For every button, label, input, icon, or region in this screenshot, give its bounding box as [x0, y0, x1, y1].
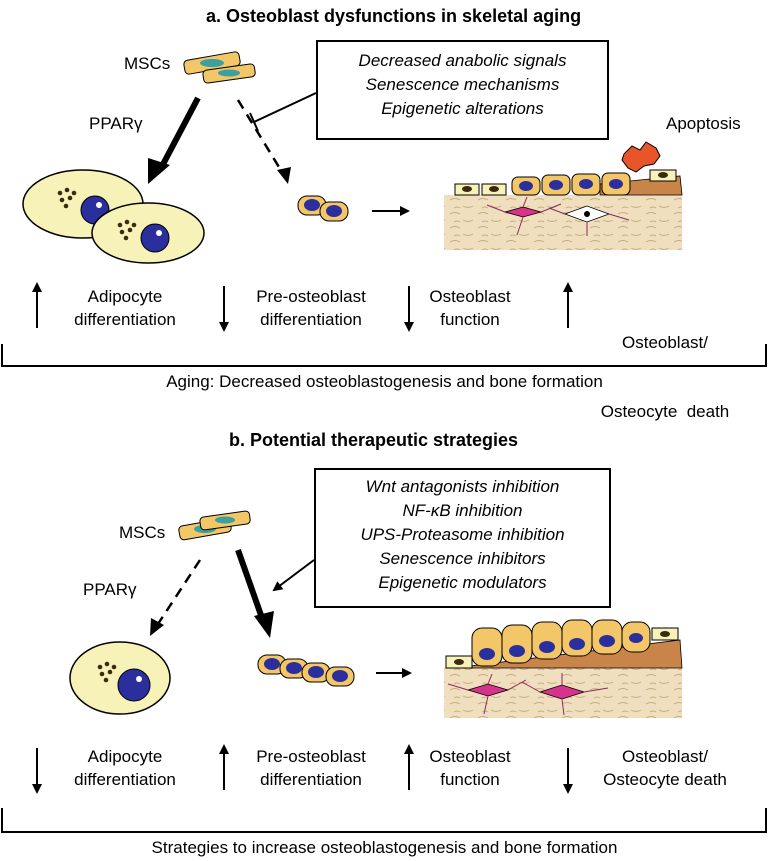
bone-surface-b: [444, 619, 683, 718]
box-line: Decreased anabolic signals: [358, 51, 567, 70]
stage-line1: Osteoblast: [429, 747, 511, 766]
adipocyte-arrow-a: [157, 96, 201, 172]
bone-surface-a: [444, 169, 683, 250]
caption-b: Strategies to increase osteoblastogenesi…: [151, 838, 618, 857]
box-line: Wnt antagonists inhibition: [365, 477, 560, 496]
mscs-label-a: MSCs: [124, 54, 171, 73]
stage-arrows-b: [32, 744, 573, 794]
stage-line2: differentiation: [260, 770, 362, 789]
panel-a-title: a. Osteoblast dysfunctions in skeletal a…: [206, 6, 582, 26]
stage-line2: Osteocyte death: [603, 770, 727, 789]
stage-line1: Osteoblast/: [622, 747, 708, 766]
preosteoblasts-a: [297, 195, 349, 222]
stage-line2: differentiation: [74, 310, 176, 329]
bracket-a: [1, 344, 767, 367]
stage-adipocyte-a: Adipocyte differentiation: [60, 285, 190, 331]
stage-line2: Osteocyte death: [600, 402, 730, 421]
strategies-box: Wnt antagonists inhibition NF-κB inhibit…: [314, 468, 611, 608]
box-line: Senescence mechanisms: [365, 75, 560, 94]
preosteoblast-arrow-a: [236, 99, 284, 173]
stage-line1: Pre-osteoblast: [256, 747, 366, 766]
box-line: UPS-Proteasome inhibition: [360, 525, 565, 544]
caption-a: Aging: Decreased osteoblastogenesis and …: [166, 372, 603, 391]
msc-cells-a: [183, 51, 256, 84]
stage-arrows-a: [32, 282, 573, 332]
mscs-label-b: MSCs: [119, 523, 166, 542]
stage-line1: Adipocyte: [87, 287, 163, 306]
msc-cells-b: [178, 510, 251, 541]
stage-adipocyte-b: Adipocyte differentiation: [60, 745, 190, 791]
stage-line1: Osteoblast: [429, 287, 511, 306]
pparg-label-b: PPARγ: [83, 580, 137, 599]
stage-preosteoblast-a: Pre-osteoblast differentiation: [236, 285, 386, 331]
stage-osteoblast-a: Osteoblast function: [420, 285, 520, 331]
apoptosis-label: Apoptosis: [666, 114, 741, 133]
aging-mechanisms-box: Decreased anabolic signals Senescence me…: [316, 40, 609, 140]
inhibition-line-a: [253, 92, 317, 123]
stage-line2: function: [440, 310, 500, 329]
adipocytes-a: [22, 169, 205, 264]
stage-preosteoblast-b: Pre-osteoblast differentiation: [236, 745, 386, 791]
stage-line1: Pre-osteoblast: [256, 287, 366, 306]
bracket-b: [1, 808, 767, 833]
preosteoblasts-b: [257, 654, 355, 687]
adipocyte-arrow-b: [156, 559, 202, 625]
stage-line1: Adipocyte: [87, 747, 163, 766]
box-line: NF-κB inhibition: [402, 501, 523, 520]
preosteoblast-arrow-b: [235, 549, 265, 619]
pparg-label-a: PPARγ: [89, 114, 143, 133]
panel-b-title: b. Potential therapeutic strategies: [229, 430, 519, 450]
stage-line2: differentiation: [74, 770, 176, 789]
box-arrow-b: [272, 559, 315, 592]
adipocyte-b: [69, 641, 171, 715]
stage-line2: function: [440, 770, 500, 789]
stage-death-a: Osteoblast/ Osteocyte death: [580, 285, 750, 446]
stage-death-b: Osteoblast/ Osteocyte death: [580, 745, 750, 791]
stage-osteoblast-b: Osteoblast function: [420, 745, 520, 791]
box-line: Senescence inhibitors: [379, 549, 546, 568]
stage-line1: Osteoblast/: [622, 333, 708, 352]
box-line: Epigenetic alterations: [381, 99, 544, 118]
box-line: Epigenetic modulators: [378, 573, 547, 592]
apoptotic-cell: [621, 141, 661, 173]
stage-line2: differentiation: [260, 310, 362, 329]
